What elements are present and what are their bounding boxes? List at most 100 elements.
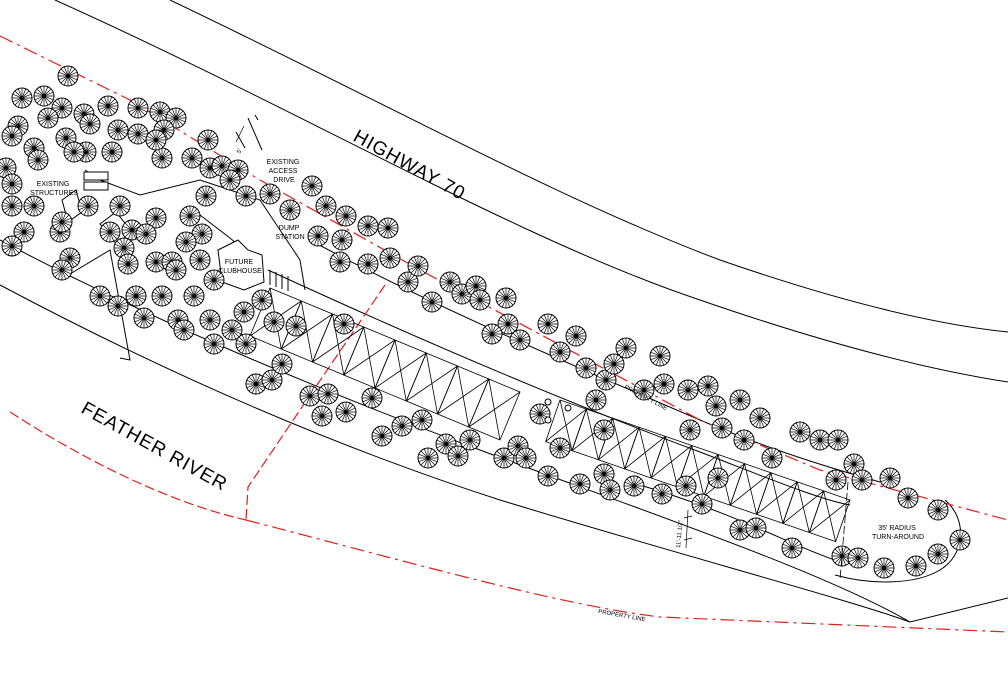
tree-symbol — [89, 285, 111, 307]
tree-symbol — [175, 231, 197, 253]
tree-symbol — [729, 389, 751, 411]
tree-symbol — [897, 487, 919, 509]
tree-symbol — [537, 465, 559, 487]
tree-symbol — [391, 415, 413, 437]
tree-symbol — [135, 223, 157, 245]
tree-symbol — [271, 353, 293, 375]
tree-symbol — [165, 259, 187, 281]
tree-symbol — [263, 311, 285, 333]
tree-symbol — [357, 253, 379, 275]
tree-symbol — [285, 315, 307, 337]
tree-symbol — [1, 195, 23, 217]
tree-symbol — [27, 149, 49, 171]
existing-structures-label: EXISTING STRUCTURES — [30, 181, 78, 197]
tree-symbol — [33, 85, 55, 107]
tree-symbol — [203, 333, 225, 355]
tree-symbol — [101, 141, 123, 163]
tree-symbol — [333, 313, 355, 335]
tree-symbol — [11, 87, 33, 109]
tree-symbol — [421, 291, 443, 313]
tree-symbol — [317, 383, 339, 405]
tree-symbol — [711, 417, 733, 439]
rv-site — [468, 378, 521, 441]
tree-symbol — [77, 195, 99, 217]
highway-edges — [54, 0, 1008, 383]
dump-station-label: DUMP STATION — [275, 225, 304, 241]
future-clubhouse-outline — [217, 239, 289, 291]
tree-symbol — [181, 147, 203, 169]
tree-symbol — [97, 95, 119, 117]
tree-symbol — [407, 255, 429, 277]
tree-symbol — [179, 205, 201, 227]
tree-symbol — [117, 253, 139, 275]
tree-symbol — [509, 329, 531, 351]
tree-symbol — [905, 555, 927, 577]
tree-symbol — [565, 325, 587, 347]
tree-symbol — [145, 129, 167, 151]
tree-symbol — [219, 169, 241, 191]
property-lines — [0, 35, 1008, 633]
tree-symbol — [809, 429, 831, 451]
tree-symbol — [79, 113, 101, 135]
tree-symbol — [361, 387, 383, 409]
tree-symbol — [761, 447, 783, 469]
tree-symbol — [649, 345, 671, 367]
tree-symbol — [873, 557, 895, 579]
tree-symbol — [109, 195, 131, 217]
tree-symbol — [411, 409, 433, 431]
tree-symbol — [691, 493, 713, 515]
tree-symbol — [37, 107, 59, 129]
tree-symbol — [235, 333, 257, 355]
tree-symbol — [459, 429, 481, 451]
tree-symbol — [515, 447, 537, 469]
tree-symbol — [307, 225, 329, 247]
tree-symbol — [927, 543, 949, 565]
tree-symbol — [279, 199, 301, 221]
tree-symbol — [495, 287, 517, 309]
tree-symbol — [57, 65, 79, 87]
tree-symbol — [183, 285, 205, 307]
tree-symbol — [549, 437, 571, 459]
tree-symbol — [575, 357, 597, 379]
tree-symbol — [127, 123, 149, 145]
tree-symbol — [745, 517, 767, 539]
site-boundary — [0, 114, 1008, 623]
tree-symbol — [623, 475, 645, 497]
tree-symbol — [851, 469, 873, 491]
dimension-width-label: 11'-11 1/2" — [676, 520, 684, 548]
tree-symbol — [549, 341, 571, 363]
trees — [0, 65, 971, 579]
turnaround-centerline — [839, 481, 849, 581]
tree-symbol — [469, 289, 491, 311]
tree-symbol — [133, 307, 155, 329]
rv-site — [808, 490, 851, 543]
rv-site — [782, 481, 825, 534]
tree-symbol — [615, 337, 637, 359]
rv-site — [624, 426, 666, 479]
tree-symbol — [189, 249, 211, 271]
tree-symbol — [653, 373, 675, 395]
dimension-setback-label: 5' — [236, 148, 243, 155]
tree-symbol — [651, 483, 673, 505]
tree-symbol — [99, 221, 121, 243]
tree-symbol — [63, 141, 85, 163]
tree-symbol — [847, 547, 869, 569]
tree-symbol — [259, 183, 281, 205]
existing-access-drive-label: EXISTING ACCESS DRIVE — [267, 159, 302, 184]
tree-symbol — [789, 421, 811, 443]
tree-symbol — [927, 499, 949, 521]
tree-symbol — [879, 467, 901, 489]
tree-symbol — [173, 319, 195, 341]
tree-symbol — [23, 195, 45, 217]
tree-symbol — [949, 529, 971, 551]
tree-symbol — [197, 129, 219, 151]
tree-symbol — [301, 175, 323, 197]
tree-symbol — [677, 379, 699, 401]
tree-symbol — [749, 407, 771, 429]
tree-symbol — [733, 429, 755, 451]
tree-symbol — [357, 215, 379, 237]
tree-symbol — [377, 217, 399, 239]
turn-around-label: 35' RADIUS TURN-AROUND — [872, 525, 924, 541]
tree-symbol — [331, 229, 353, 251]
tree-symbol — [537, 313, 559, 335]
